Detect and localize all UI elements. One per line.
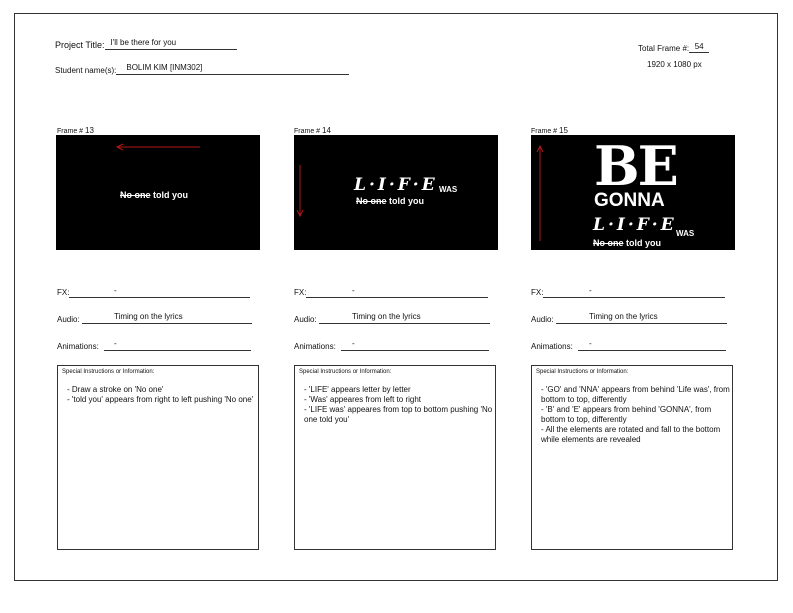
fx-field[interactable] — [543, 296, 725, 298]
note-item: - 'B' and 'E' appears from behind 'GONNA… — [541, 405, 712, 424]
was-text: WAS — [439, 185, 458, 194]
animations-value: - — [589, 339, 592, 348]
project-title-row: Project Title: I'll be there for you — [55, 38, 237, 50]
student-name-label: Student name(s): — [55, 66, 117, 75]
fx-field[interactable] — [306, 296, 488, 298]
notes-title: Special Instructions or Information: — [299, 369, 392, 375]
animations-field[interactable] — [104, 349, 251, 351]
animations-label: Animations: — [57, 342, 99, 351]
note-item: - 'told you' appears from right to left … — [67, 395, 254, 404]
note-item: - 'LIFE' appears letter by letter — [304, 385, 411, 394]
storyboard-sheet — [14, 13, 778, 581]
audio-value: Timing on the lyrics — [352, 312, 421, 321]
student-name-row: Student name(s): BOLIM KIM [INM302] — [55, 63, 350, 75]
audio-label: Audio: — [531, 315, 554, 324]
frame-label-15: Frame # 15 — [531, 126, 568, 135]
animations-label: Animations: — [531, 342, 573, 351]
frame-13-preview: No one told you — [56, 135, 260, 250]
note-item: - All the elements are rotated and fall … — [541, 425, 721, 444]
notes-box-13[interactable]: Special Instructions or Information: - D… — [57, 365, 259, 550]
audio-label: Audio: — [294, 315, 317, 324]
fx-value: - — [114, 286, 117, 295]
frame-13-lyric: No one told you — [120, 190, 188, 200]
student-name-field: BOLIM KIM [INM302] — [116, 63, 350, 75]
animations-label: Animations: — [294, 342, 336, 351]
frame-label-13: Frame # 13 — [57, 126, 94, 135]
total-frame-value: 54 — [694, 42, 704, 51]
gonna-text: GONNA — [594, 190, 665, 211]
notes-box-14[interactable]: Special Instructions or Information: - '… — [294, 365, 496, 550]
project-title-field: I'll be there for you — [104, 38, 237, 50]
fx-label: FX: — [57, 288, 70, 297]
no-one-text: No one — [120, 190, 151, 200]
frame-15-lyric: No one told you — [593, 237, 661, 249]
fx-field[interactable] — [69, 296, 250, 298]
note-item: - 'Was' appeares from left to right — [304, 395, 422, 404]
audio-field[interactable] — [82, 322, 252, 324]
frame-15-preview: BE GONNA L·I·F·E WAS No one told you — [531, 135, 735, 250]
notes-title: Special Instructions or Information: — [536, 369, 629, 375]
audio-field[interactable] — [319, 322, 490, 324]
audio-label: Audio: — [57, 315, 80, 324]
resolution: 1920 x 1080 px — [647, 60, 702, 69]
told-you-text: told you — [626, 238, 662, 248]
told-you-text: told you — [389, 196, 425, 206]
notes-list: - 'LIFE' appears letter by letter - 'Was… — [304, 385, 494, 425]
left-arrow-icon — [115, 143, 200, 151]
down-arrow-icon — [296, 165, 304, 218]
note-item: - 'LIFE was' appeares from top to bottom… — [304, 405, 493, 424]
no-one-text: No one — [356, 196, 387, 206]
note-item: - Draw a stroke on 'No one' — [67, 385, 164, 394]
notes-list: - Draw a stroke on 'No one' - 'told you'… — [67, 385, 257, 405]
fx-label: FX: — [294, 288, 307, 297]
animations-field[interactable] — [341, 349, 489, 351]
project-title-value: I'll be there for you — [110, 38, 177, 47]
fx-label: FX: — [531, 288, 544, 297]
student-name-value: BOLIM KIM [INM302] — [126, 63, 203, 72]
total-frame-label: Total Frame #: — [638, 44, 690, 53]
no-one-text: No one — [593, 238, 624, 248]
animations-value: - — [352, 339, 355, 348]
life-text: L·I·F·E — [354, 175, 438, 195]
fx-value: - — [589, 286, 592, 295]
notes-box-15[interactable]: Special Instructions or Information: - '… — [531, 365, 733, 550]
audio-field[interactable] — [556, 322, 727, 324]
total-frame-row: Total Frame #: 54 — [638, 42, 710, 53]
animations-field[interactable] — [578, 349, 726, 351]
told-you-text: told you — [153, 190, 189, 200]
frame-label-14: Frame # 14 — [294, 126, 331, 135]
frame-14-preview: L·I·F·E WAS No one told you — [294, 135, 498, 250]
life-text: L·I·F·E — [593, 215, 677, 235]
notes-title: Special Instructions or Information: — [62, 369, 155, 375]
was-text: WAS — [676, 229, 695, 238]
audio-value: Timing on the lyrics — [114, 312, 183, 321]
be-text: BE — [594, 134, 679, 198]
audio-value: Timing on the lyrics — [589, 312, 658, 321]
notes-list: - 'GO' and 'NNA' appears from behind 'Li… — [541, 385, 731, 445]
animations-value: - — [114, 339, 117, 348]
up-arrow-icon — [536, 144, 544, 241]
total-frame-field: 54 — [689, 42, 710, 53]
note-item: - 'GO' and 'NNA' appears from behind 'Li… — [541, 385, 730, 404]
project-title-label: Project Title: — [55, 40, 105, 50]
frame-14-lyric: No one told you — [356, 196, 424, 206]
fx-value: - — [352, 286, 355, 295]
